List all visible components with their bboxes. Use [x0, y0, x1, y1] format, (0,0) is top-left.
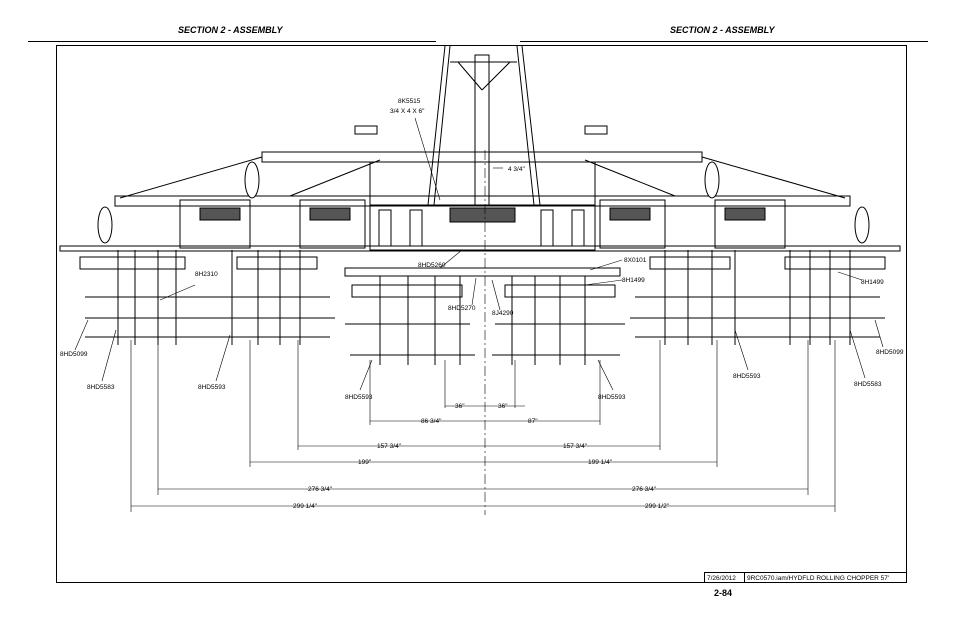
dim-right-36: 36": [498, 403, 508, 410]
disc-gangs: [79, 250, 886, 365]
dim-right-199-1-4: 199 1/4": [588, 459, 613, 466]
callout-8hd5099-left: 8HD5099: [60, 351, 88, 358]
hitch-tongue: [427, 45, 541, 206]
callout-8hd5260: 8HD5260: [418, 262, 446, 269]
leader-lines: [74, 117, 884, 391]
dim-right-87: 87": [528, 418, 538, 425]
header-left-title: SECTION 2 - ASSEMBLY: [178, 25, 283, 35]
callout-8hd5583-left: 8HD5583: [87, 384, 115, 391]
main-frame: [59, 151, 901, 277]
page-number: 2-84: [714, 588, 733, 598]
header-right-title: SECTION 2 - ASSEMBLY: [670, 25, 775, 35]
title-block-date: 7/26/2012: [704, 572, 744, 583]
callout-8hd5583-right: 8HD5583: [854, 381, 882, 388]
callout-8hd5593-center-left: 8HD5593: [345, 394, 373, 401]
dim-left-157-3-4: 157 3/4": [377, 443, 402, 450]
callout-8h1499-right: 8H1499: [861, 279, 884, 286]
callout-bolt-size: 3/4 X 4 X 6": [390, 108, 425, 115]
callout-8h2310: 8H2310: [195, 271, 218, 278]
dim-right-299-1-2: 299 1/2": [645, 503, 670, 510]
dim-left-276-3-4: 276 3/4": [308, 486, 333, 493]
callout-8hd5593-left: 8HD5593: [198, 384, 226, 391]
dim-left-199: 199": [358, 459, 372, 466]
callout-8hd5099-right: 8HD5099: [876, 349, 904, 356]
part-callouts: 8K5515 3/4 X 4 X 6" 4 3/4" 8HD5260 8X010…: [60, 98, 904, 401]
callout-8hd5270: 8HD5270: [448, 305, 476, 312]
dim-left-36: 36": [455, 403, 465, 410]
callout-8x0101: 8X0101: [624, 257, 647, 264]
dimension-lines: [130, 150, 836, 515]
callout-8j4290: 8J4290: [492, 310, 514, 317]
dim-left-86-3-4: 86 3/4": [421, 418, 442, 425]
callout-8h1499-center: 8H1499: [622, 277, 645, 284]
wheels: [97, 125, 870, 244]
callout-8hd5593-right: 8HD5593: [733, 373, 761, 380]
callout-8k5515: 8K5515: [398, 98, 421, 105]
dim-right-157-3-4: 157 3/4": [563, 443, 588, 450]
header-rule-left: [28, 41, 436, 42]
title-block-file: 9RC0570.iam/HYDFLD ROLLING CHOPPER 57': [744, 572, 907, 583]
drawing-frame: [56, 45, 907, 583]
dim-left-299-1-4: 299 1/4": [293, 503, 318, 510]
dim-right-276-3-4: 276 3/4": [632, 486, 657, 493]
dimension-values: 36" 36" 86 3/4" 87" 157 3/4" 157 3/4" 19…: [293, 403, 670, 510]
callout-8hd5593-center-right: 8HD5593: [598, 394, 626, 401]
dim-4-3-4: 4 3/4": [508, 166, 525, 173]
header-rule-right: [520, 41, 928, 42]
